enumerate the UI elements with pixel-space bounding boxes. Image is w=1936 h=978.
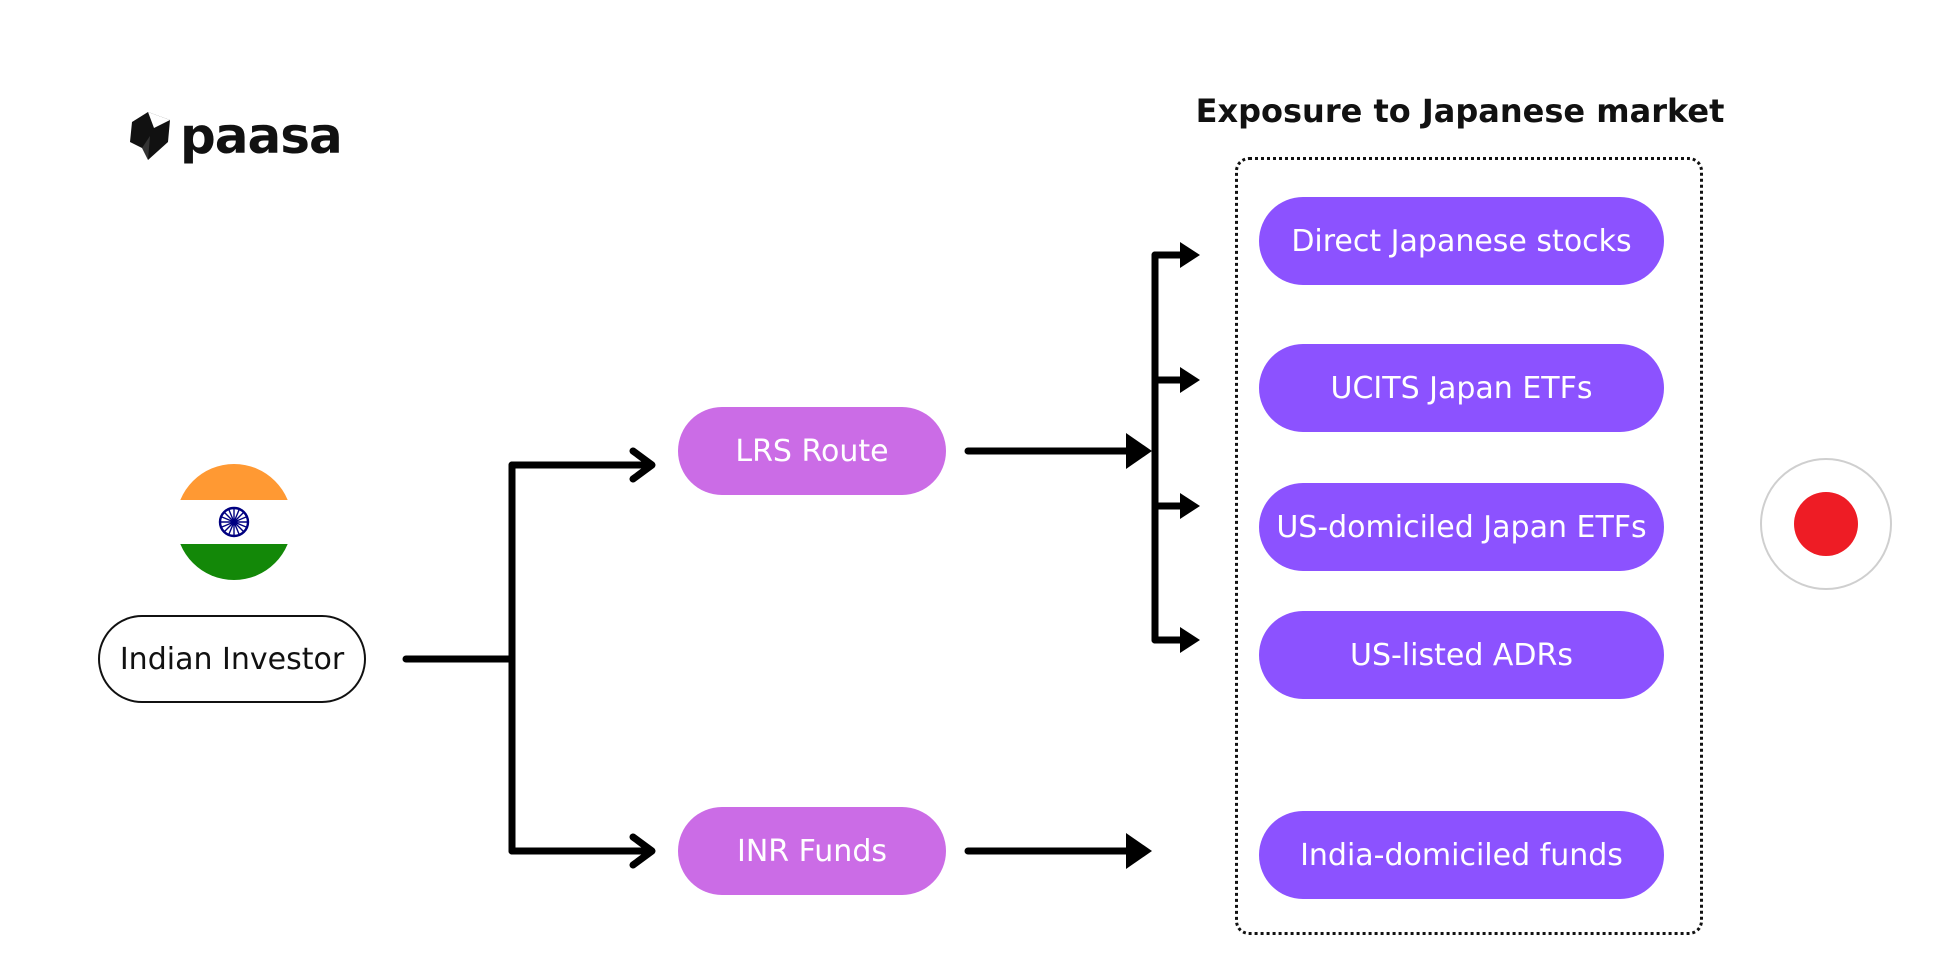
arrowhead-branch-2 [1180,367,1200,393]
arrowhead-branch-3 [1180,493,1200,519]
arrowhead-branch-4 [1180,627,1200,653]
us-listed-adrs-node: US-listed ADRs [1259,611,1664,699]
india-flag-icon [176,464,292,580]
japan-flag-icon [1760,458,1892,590]
us-domiciled-japan-etfs-node: US-domiciled Japan ETFs [1259,483,1664,571]
lrs-route-node: LRS Route [678,407,946,495]
arrowhead-lrs-out [1126,433,1152,469]
arrowhead-inr-out [1126,833,1152,869]
direct-japanese-stocks-node: Direct Japanese stocks [1259,197,1664,285]
exposure-title: Exposure to Japanese market [1195,92,1725,130]
arrowhead-branch-1 [1180,242,1200,268]
paasa-logo: paasa [128,104,343,168]
ucits-japan-etfs-node: UCITS Japan ETFs [1259,344,1664,432]
inr-funds-node: INR Funds [678,807,946,895]
paasa-logo-icon [130,112,170,160]
arrowhead-lrs [629,447,656,483]
arrowhead-inr [629,833,656,869]
exposure-group-box [1235,157,1703,935]
japan-sun-icon [1794,492,1858,556]
logo-text: paasa [180,107,343,165]
ashoka-chakra-icon [218,506,250,538]
indian-investor-node: Indian Investor [98,615,366,703]
india-domiciled-funds-node: India-domiciled funds [1259,811,1664,899]
